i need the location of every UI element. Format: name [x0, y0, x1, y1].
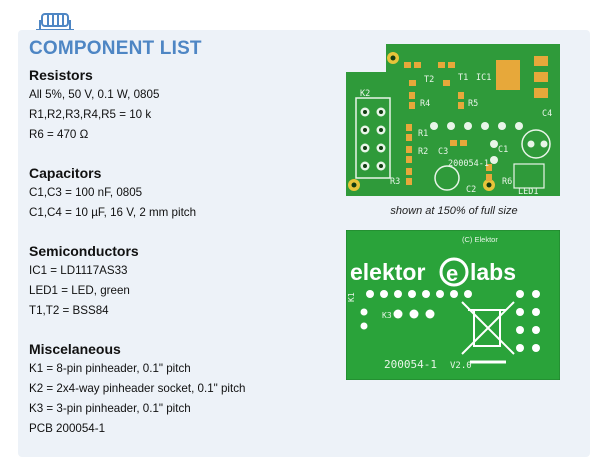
list-item: All 5%, 50 V, 0.1 W, 0805 — [29, 88, 160, 101]
pcb-label-r4: R4 — [420, 99, 430, 109]
pcb-board-id: 200054-1 — [384, 358, 437, 371]
pcb-label-board-id: 200054-1 — [448, 159, 489, 169]
list-item: C1,C3 = 100 nF, 0805 — [29, 186, 143, 199]
pcb-label-r6: R6 — [502, 177, 512, 187]
pcb-top-view: K2 T2 T1 IC1 R4 R5 R1 R2 R3 C3 C1 C2 C4 … — [346, 44, 560, 196]
section-heading-miscelaneous: Miscelaneous — [29, 341, 121, 357]
pcb-label-k3: K3 — [382, 311, 392, 320]
elektor-labs-logo: elektor e labs — [350, 257, 516, 287]
pcb-label-k2: K2 — [360, 89, 370, 99]
pcb-label-c1: C1 — [498, 145, 508, 155]
pcb-label-r2: R2 — [418, 147, 428, 157]
list-item: C1,C4 = 10 µF, 16 V, 2 mm pitch — [29, 206, 197, 219]
list-item: R1,R2,R3,R4,R5 = 10 k — [29, 108, 152, 121]
pcb-label-k1: K1 — [347, 292, 356, 302]
list-item: R6 = 470 Ω — [29, 128, 89, 141]
pcb-label-r1: R1 — [418, 129, 428, 139]
pcb-version: V2.0 — [450, 361, 472, 371]
pcb-label-c4: C4 — [542, 109, 552, 119]
pcb-label-led1: LED1 — [518, 187, 538, 196]
list-item: IC1 = LD1117AS33 — [29, 264, 128, 277]
list-item: LED1 = LED, green — [29, 284, 130, 297]
image-caption: shown at 150% of full size — [390, 205, 518, 217]
pcb-label-c2: C2 — [466, 185, 476, 195]
pcb-bottom-view: (C) Elektor elektor e labs K1 K3 200054-… — [346, 230, 560, 380]
section-heading-capacitors: Capacitors — [29, 165, 102, 181]
list-item: PCB 200054-1 — [29, 422, 106, 435]
list-item: K2 = 2x4-way pinheader socket, 0.1" pitc… — [29, 382, 246, 395]
svg-text:labs: labs — [470, 259, 516, 285]
list-item: K1 = 8-pin pinheader, 0.1" pitch — [29, 362, 191, 375]
list-item: T1,T2 = BSS84 — [29, 304, 109, 317]
page-title: COMPONENT LIST — [29, 38, 202, 59]
pcb-label-t2: T2 — [424, 75, 434, 85]
section-heading-semiconductors: Semiconductors — [29, 243, 139, 259]
pcb-label-r3: R3 — [390, 177, 400, 187]
section-heading-resistors: Resistors — [29, 67, 93, 83]
pcb-label-ic1: IC1 — [476, 73, 491, 83]
list-item: K3 = 3-pin pinheader, 0.1" pitch — [29, 402, 191, 415]
weee-bin-icon — [461, 301, 515, 364]
pcb-label-c3: C3 — [438, 147, 448, 157]
svg-text:e: e — [446, 261, 458, 286]
svg-text:elektor: elektor — [350, 259, 425, 285]
pcb-label-r5: R5 — [468, 99, 478, 109]
pcb-label-t1: T1 — [458, 73, 468, 83]
pcb-copyright: (C) Elektor — [462, 235, 498, 244]
